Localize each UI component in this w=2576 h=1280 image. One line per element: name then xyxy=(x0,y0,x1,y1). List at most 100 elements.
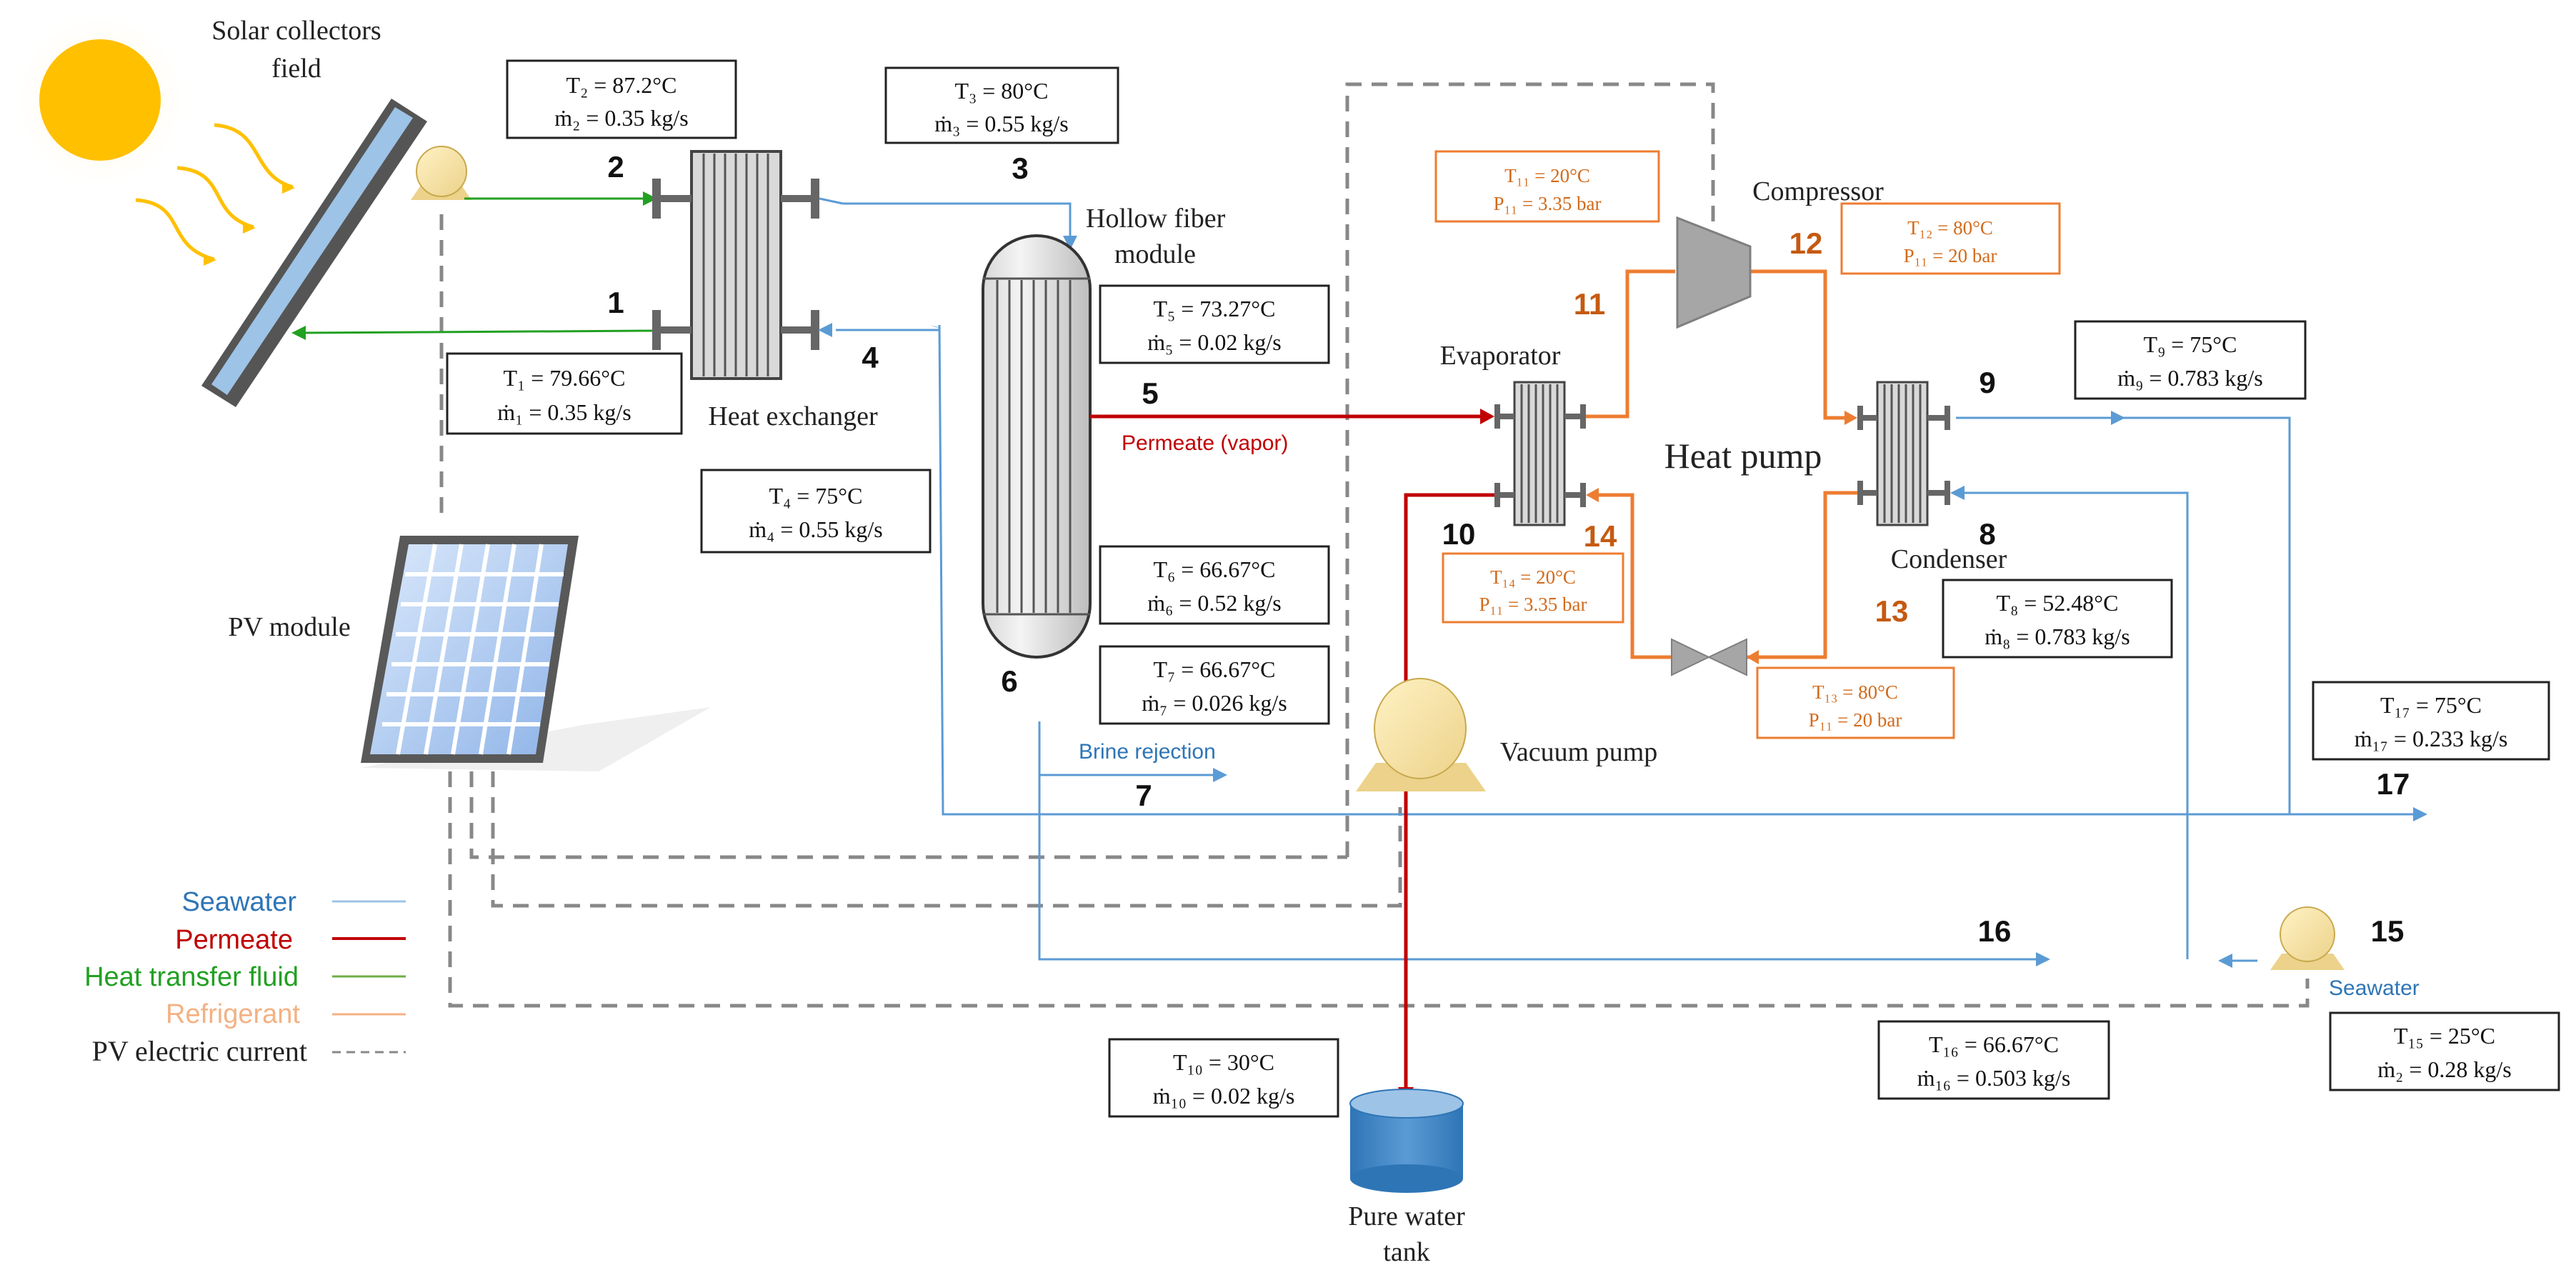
state-box-9-m: ṁ₉ = 0.783 kg/s xyxy=(2117,365,2262,391)
heat-pump-label: Heat pump xyxy=(1664,436,1822,476)
state-box-4-t: T₄ = 75°C xyxy=(769,483,863,509)
hollow-fiber-module xyxy=(982,234,1092,659)
state-box-10: T₁₀ = 30°C ṁ₁₀ = 0.02 kg/s xyxy=(1108,1038,1339,1118)
state-4: 4 xyxy=(862,341,879,374)
arrowhead xyxy=(1063,236,1077,250)
state-8: 8 xyxy=(1979,517,1995,551)
refrigerant-lines xyxy=(1586,269,1857,659)
state-2: 2 xyxy=(607,150,624,184)
pure-water-label-2: tank xyxy=(1383,1237,1429,1267)
state-box-9: T₉ = 75°C ṁ₉ = 0.783 kg/s xyxy=(2074,320,2307,400)
state-17: 17 xyxy=(2377,767,2410,801)
state-box-8-m: ṁ₈ = 0.783 kg/s xyxy=(1985,624,2130,649)
state-box-7: T₇ = 66.67°C ṁ₇ = 0.026 kg/s xyxy=(1099,645,1330,725)
state-box-17-t: T₁₇ = 75°C xyxy=(2380,692,2482,718)
state-box-2-m: ṁ₂ = 0.35 kg/s xyxy=(554,105,688,131)
arrowhead xyxy=(2111,411,2125,425)
state-box-8: T₈ = 52.48°C ṁ₈ = 0.783 kg/s xyxy=(1942,579,2173,659)
sun-rays-icon xyxy=(135,123,295,266)
state-16: 16 xyxy=(1978,914,2012,948)
state-box-4-m: ṁ₄ = 0.55 kg/s xyxy=(749,516,882,542)
hx-out-seawater xyxy=(819,197,844,205)
state-box-17-m: ṁ₁₇ = 0.233 kg/s xyxy=(2355,726,2508,751)
state-box-2-t: T₂ = 87.2°C xyxy=(566,72,677,98)
state-box-16: T₁₆ = 66.67°C ṁ₁₆ = 0.503 kg/s xyxy=(1877,1020,2110,1100)
solar-collector xyxy=(201,99,427,407)
state-box-1: T₁ = 79.66°C ṁ₁ = 0.35 kg/s xyxy=(446,352,683,435)
refrigerant-box-14-t: T₁₄ = 20°C xyxy=(1490,566,1576,588)
state-box-6-t: T₆ = 66.67°C xyxy=(1154,556,1276,582)
arrowhead xyxy=(1747,650,1759,664)
refrigerant-box-12-p: P₁₁ = 20 bar xyxy=(1904,245,1997,266)
expansion-valve xyxy=(1671,638,1747,676)
state-box-4: T₄ = 75°C ṁ₄ = 0.55 kg/s xyxy=(700,469,932,554)
condenser-label: Condenser xyxy=(1891,544,2007,574)
state-box-2: T₂ = 87.2°C ṁ₂ = 0.35 kg/s xyxy=(506,59,737,139)
legend-permeate-label: Permeate xyxy=(175,925,293,955)
state-box-3: T₃ = 80°C ṁ₃ = 0.55 kg/s xyxy=(884,66,1119,144)
state-11: 11 xyxy=(1574,287,1605,321)
refrigerant-box-14-p: P₁₁ = 3.35 bar xyxy=(1479,594,1587,615)
refrigerant-box-12-t: T₁₂ = 80°C xyxy=(1907,217,1993,239)
state-box-1-t: T₁ = 79.66°C xyxy=(504,365,626,391)
state-13: 13 xyxy=(1875,594,1909,628)
state-box-1-m: ṁ₁ = 0.35 kg/s xyxy=(497,399,631,425)
arrowhead xyxy=(2036,952,2050,966)
solar-field-label-1: Solar collectors xyxy=(211,16,381,46)
state-box-17: T₁₇ = 75°C ṁ₁₇ = 0.233 kg/s xyxy=(2312,681,2550,761)
state-box-10-m: ṁ₁₀ = 0.02 kg/s xyxy=(1153,1083,1295,1109)
arrowhead xyxy=(1213,768,1227,782)
permeate-vapor-label: Permeate (vapor) xyxy=(1122,431,1288,455)
hollow-fiber-label-2: module xyxy=(1114,239,1196,269)
arrowhead xyxy=(1950,486,1965,500)
state-box-6: T₆ = 66.67°C ṁ₆ = 0.52 kg/s xyxy=(1099,545,1330,625)
state-box-15-m: ṁ₂ = 0.28 kg/s xyxy=(2377,1056,2511,1082)
compressor xyxy=(1676,216,1752,329)
legend-seawater-label: Seawater xyxy=(181,887,296,917)
legend-refrigerant-label: Refrigerant xyxy=(166,999,300,1029)
refrigerant-box-13-p: P₁₁ = 20 bar xyxy=(1809,709,1902,731)
vacuum-pump-label: Vacuum pump xyxy=(1500,737,1658,767)
pv-module-label: PV module xyxy=(228,612,350,642)
pure-water-label-1: Pure water xyxy=(1348,1201,1465,1231)
heat-exchanger xyxy=(652,150,819,380)
refrigerant-box-11: T₁₁ = 20°C P₁₁ = 3.35 bar xyxy=(1434,150,1660,223)
condenser xyxy=(1857,381,1950,526)
evaporator xyxy=(1494,381,1586,526)
state-box-16-m: ṁ₁₆ = 0.503 kg/s xyxy=(1917,1065,2071,1091)
state-box-8-t: T₈ = 52.48°C xyxy=(1997,590,2119,616)
state-box-5: T₅ = 73.27°C ṁ₅ = 0.02 kg/s xyxy=(1099,284,1330,364)
arrowhead xyxy=(2218,954,2232,968)
state-15: 15 xyxy=(2371,914,2405,948)
sun-icon xyxy=(9,9,191,191)
legend-pv-current-label: PV electric current xyxy=(92,1035,307,1067)
seawater-pump-icon xyxy=(2270,906,2345,970)
state-box-3-m: ṁ₃ = 0.55 kg/s xyxy=(934,111,1068,136)
arrowhead xyxy=(291,326,306,340)
seawater-lines xyxy=(843,202,2422,962)
state-10: 10 xyxy=(1442,517,1476,551)
state-box-15: T₁₅ = 25°C ṁ₂ = 0.28 kg/s xyxy=(2329,1011,2560,1091)
heat-exchanger-label: Heat exchanger xyxy=(708,401,878,431)
state-12: 12 xyxy=(1789,226,1823,260)
state-box-16-t: T₁₆ = 66.67°C xyxy=(1929,1031,2059,1057)
vacuum-pump-icon xyxy=(1356,678,1486,791)
arrowhead xyxy=(1480,409,1494,424)
hollow-fiber-label-1: Hollow fiber xyxy=(1086,204,1226,234)
arrowhead xyxy=(643,191,657,206)
state-box-5-m: ṁ₅ = 0.02 kg/s xyxy=(1147,329,1281,355)
state-5: 5 xyxy=(1142,376,1158,410)
state-box-3-t: T₃ = 80°C xyxy=(955,78,1049,104)
pure-water-tank xyxy=(1349,1089,1464,1193)
permeate-lines xyxy=(1090,414,1499,1089)
legend: Seawater Permeate Heat transfer fluid Re… xyxy=(84,887,406,1067)
state-box-6-m: ṁ₆ = 0.52 kg/s xyxy=(1147,590,1281,616)
state-box-7-t: T₇ = 66.67°C xyxy=(1154,656,1276,682)
refrigerant-box-12: T₁₂ = 80°C P₁₁ = 20 bar xyxy=(1840,202,2061,275)
state-9: 9 xyxy=(1979,366,1995,399)
state-box-15-t: T₁₅ = 25°C xyxy=(2394,1023,2495,1049)
refrigerant-box-11-t: T₁₁ = 20°C xyxy=(1504,165,1590,186)
refrigerant-box-13-t: T₁₃ = 80°C xyxy=(1812,681,1898,703)
refrigerant-box-14: T₁₄ = 20°C P₁₁ = 3.35 bar xyxy=(1442,552,1624,624)
